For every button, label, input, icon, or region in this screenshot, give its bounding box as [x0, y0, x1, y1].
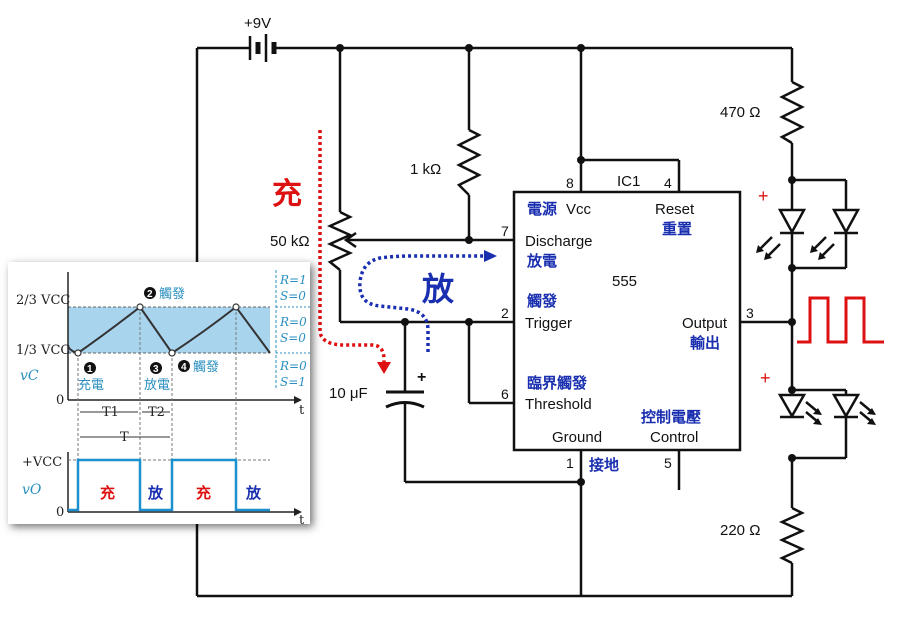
junction-dots	[336, 44, 796, 486]
rs-state-6: S=1	[280, 375, 306, 389]
marker-2-text: 觸發	[159, 287, 185, 302]
output-label: Output	[682, 315, 728, 332]
led-group-1-arrowheads	[756, 245, 826, 260]
pin-6: 6	[501, 386, 509, 402]
pin-4: 4	[664, 175, 672, 191]
t-period-label: T	[120, 430, 129, 445]
r-bottom-label: 220 Ω	[720, 522, 760, 539]
vo-pulse-train	[68, 458, 270, 512]
marker-1-text: 充電	[78, 377, 104, 393]
rs-state-4: S=0	[280, 331, 306, 345]
marker-2-num: 2	[147, 289, 153, 300]
marker-3-num: 3	[153, 364, 159, 375]
vcc-label-bottom: +VCC	[22, 455, 62, 470]
discharge-label: Discharge	[525, 233, 593, 250]
marker-4-num: 4	[181, 362, 187, 373]
marker-4-icon	[178, 360, 190, 372]
pin-8: 8	[566, 175, 574, 191]
rs-state-2: S=0	[280, 289, 306, 303]
zh-threshold: 臨界觸發	[527, 374, 588, 392]
discharge-big-label: 放	[422, 270, 455, 308]
zh-discharge: 放電	[526, 252, 557, 270]
cap-label: 10 μF	[329, 385, 368, 402]
output-square-wave-icon	[797, 296, 884, 344]
y-two-thirds-label: 2/3 VCC	[16, 293, 70, 308]
marker-3-text: 放電	[144, 378, 170, 393]
capacitor	[385, 390, 425, 409]
vcc-label: Vcc	[566, 201, 592, 218]
r-top-label: 470 Ω	[720, 104, 760, 121]
pin-3: 3	[746, 305, 754, 321]
ground-label: Ground	[552, 429, 602, 446]
pulse-label-3: 充	[196, 484, 211, 502]
pin-7: 7	[501, 223, 509, 239]
zero-top: 0	[56, 393, 64, 408]
vc-waveform	[67, 305, 271, 355]
y-one-third-label: 1/3 VCC	[16, 343, 70, 358]
t2-label: T2	[148, 405, 165, 420]
marker-2-icon	[144, 287, 156, 299]
pulse-label-4: 放	[245, 484, 262, 502]
r-pull-label: 1 kΩ	[410, 161, 441, 178]
marker-3-icon	[150, 362, 162, 374]
charge-label: 充	[272, 177, 302, 212]
rs-state-5: R=0	[279, 359, 307, 373]
t-top: t	[299, 403, 305, 418]
potentiometer	[326, 210, 354, 271]
zh-ground: 接地	[589, 456, 619, 474]
led-group-1	[759, 208, 861, 257]
led2-plus: +	[760, 368, 771, 388]
pin-1: 1	[566, 455, 574, 471]
t-bottom: t	[299, 513, 305, 524]
zh-vcc: 電源	[527, 200, 557, 218]
cap-plus: +	[417, 369, 426, 386]
timing-diagram-inset: 2/3 VCC 1/3 VCC vC 0 t R=1 S=0 R=0 S=0 R…	[8, 262, 310, 524]
vc-label: vC	[20, 368, 39, 384]
pin-2: 2	[501, 305, 509, 321]
t1-label: T1	[102, 405, 119, 420]
marker-1-icon	[84, 362, 96, 374]
led-group-2-arrowheads	[813, 408, 876, 425]
threshold-label: Threshold	[525, 396, 592, 413]
control-label: Control	[650, 429, 698, 446]
zh-trigger: 觸發	[527, 292, 558, 310]
pot-label: 50 kΩ	[270, 233, 310, 250]
charge-arrowhead	[377, 362, 391, 374]
rs-state-1: R=1	[279, 273, 307, 287]
pot-wiper-arrow	[343, 231, 360, 249]
ic-name: IC1	[617, 173, 640, 190]
zh-output: 輸出	[690, 334, 720, 352]
led1-plus: +	[758, 186, 769, 206]
ic-555-body	[512, 190, 742, 452]
pin-5: 5	[664, 455, 672, 471]
pulse-label-2: 放	[147, 484, 164, 502]
supply-label: +9V	[244, 15, 271, 32]
resistor-220	[778, 506, 806, 565]
marker-1-num: 1	[87, 364, 93, 375]
reset-label: Reset	[655, 201, 695, 218]
threshold-band	[68, 307, 270, 353]
led-group-2	[777, 393, 873, 423]
pulse-label-1: 充	[100, 484, 115, 502]
rs-state-3: R=0	[279, 315, 307, 329]
marker-4-text: 觸發	[193, 360, 219, 375]
discharge-path-arrow	[358, 254, 486, 352]
vo-label: vO	[22, 482, 42, 498]
ic-type: 555	[612, 273, 637, 290]
zh-reset: 重置	[662, 220, 692, 238]
charge-path-arrow	[318, 130, 386, 364]
zh-control: 控制電壓	[641, 408, 701, 426]
trigger-label: Trigger	[525, 315, 572, 332]
resistor-470	[779, 80, 805, 145]
zero-bottom: 0	[56, 505, 64, 520]
resistor-1k	[456, 128, 482, 196]
battery	[248, 34, 277, 62]
discharge-arrowhead	[484, 250, 497, 262]
